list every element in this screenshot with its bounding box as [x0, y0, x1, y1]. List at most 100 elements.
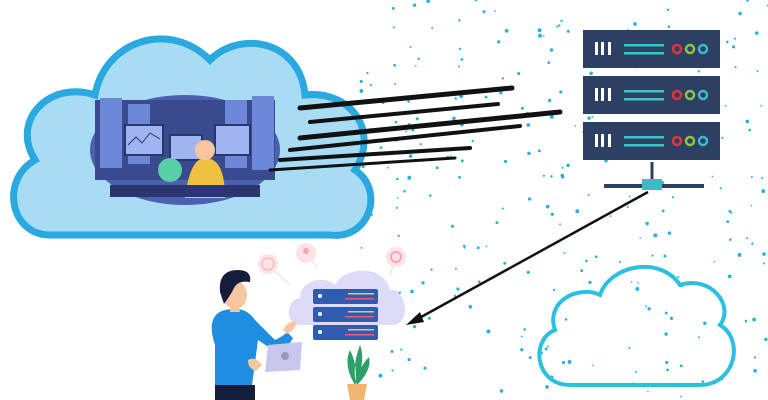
dot: [585, 259, 588, 263]
dot: [450, 224, 455, 228]
dot: [457, 65, 460, 68]
dot: [471, 139, 474, 143]
dot: [542, 174, 546, 177]
arrow-icon: [406, 190, 649, 325]
dot: [527, 151, 531, 156]
dot: [458, 175, 461, 179]
dot: [550, 212, 554, 216]
dot: [726, 40, 729, 44]
dot: [520, 106, 524, 110]
dot: [567, 359, 572, 364]
dot: [745, 119, 750, 124]
dot: [552, 288, 556, 292]
dot: [537, 28, 542, 33]
dot: [763, 262, 766, 265]
dot: [566, 163, 570, 168]
mini-server-unit: [313, 325, 378, 340]
dot: [628, 195, 631, 198]
dot: [663, 254, 667, 258]
datacenter-scene: [90, 95, 280, 205]
dot: [542, 35, 545, 37]
dot: [410, 289, 414, 294]
dot: [729, 238, 732, 241]
dot: [504, 29, 509, 33]
dot: [501, 77, 505, 80]
dot: [417, 57, 420, 61]
dot: [396, 197, 399, 199]
dot: [549, 48, 554, 52]
dot: [431, 27, 434, 30]
dot: [609, 215, 612, 218]
dot: [395, 206, 398, 209]
server-rack-icon: [583, 30, 720, 190]
dot: [528, 356, 532, 360]
dot: [753, 356, 757, 359]
dot: [414, 65, 417, 67]
dot: [645, 221, 649, 226]
dot: [527, 197, 532, 201]
dot: [379, 146, 383, 149]
dot: [547, 61, 551, 65]
dot: [494, 10, 496, 12]
dot: [563, 252, 566, 255]
dot: [738, 11, 742, 16]
dot: [637, 282, 639, 284]
dot: [734, 66, 737, 69]
dot: [561, 360, 566, 365]
dot: [651, 254, 654, 257]
dot: [679, 364, 683, 368]
dot: [400, 348, 403, 351]
dot: [366, 71, 369, 75]
dot: [754, 31, 759, 35]
dot: [484, 95, 488, 99]
dot: [397, 234, 400, 238]
dot: [458, 19, 461, 22]
mini-cloud-server-icon: [288, 270, 405, 340]
dot: [485, 245, 488, 248]
dot: [665, 360, 669, 365]
main-cloud-icon: [10, 35, 375, 239]
globe-icon: [258, 254, 291, 286]
dot: [587, 193, 590, 196]
dot: [428, 194, 432, 197]
dot: [419, 143, 422, 146]
dot: [756, 70, 759, 73]
person-illustration: [211, 270, 302, 400]
dot: [520, 335, 523, 338]
dot: [677, 276, 680, 279]
dot: [750, 204, 753, 207]
dot: [421, 281, 425, 285]
dot: [762, 252, 766, 256]
dot: [549, 114, 554, 119]
speed-lines: [268, 85, 563, 172]
dot: [495, 221, 499, 225]
dot: [721, 136, 724, 139]
dot: [546, 345, 549, 348]
dot: [463, 246, 466, 249]
dot: [482, 10, 486, 14]
dot: [454, 267, 457, 270]
dot: [667, 25, 671, 28]
dot: [750, 175, 753, 178]
dot: [564, 318, 568, 321]
dot: [701, 380, 705, 383]
user-icon: [296, 243, 319, 269]
dot: [680, 395, 683, 398]
dot: [497, 40, 501, 44]
dot: [719, 187, 722, 190]
dot: [633, 22, 637, 26]
dot: [391, 369, 394, 372]
dot: [724, 104, 727, 107]
outline-cloud-icon: [537, 265, 736, 387]
dot: [523, 328, 526, 331]
dot: [561, 166, 564, 169]
dot: [452, 116, 456, 121]
dot: [359, 89, 364, 93]
plant-icon: [347, 345, 370, 400]
dot: [545, 384, 549, 389]
dot: [580, 269, 584, 273]
dot: [398, 291, 402, 294]
dot: [453, 294, 457, 298]
dot: [666, 368, 669, 372]
